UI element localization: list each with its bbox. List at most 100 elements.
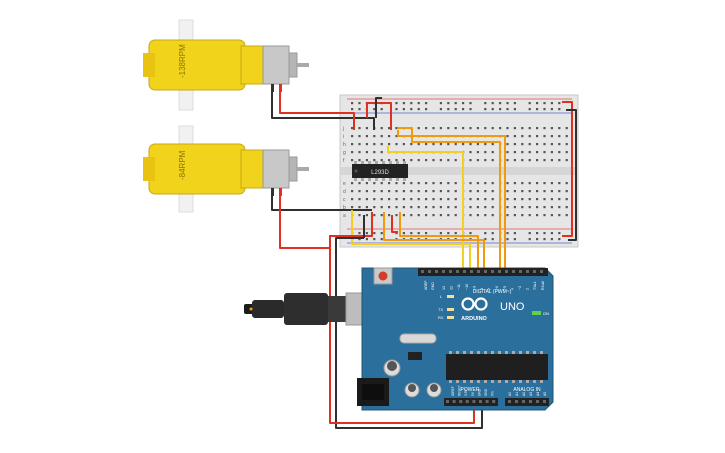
rail-hole — [469, 232, 472, 235]
rail-hole — [528, 108, 531, 111]
breadboard-hole — [521, 135, 524, 138]
analog-pin-label: A3 — [529, 392, 533, 396]
digital-pin-label: ~6 — [495, 286, 499, 290]
rail-hole — [491, 232, 494, 235]
breadboard-hole — [395, 198, 398, 201]
wire-orange — [398, 127, 501, 268]
rail-hole — [484, 102, 487, 105]
breadboard-hole — [373, 159, 376, 162]
breadboard-hole — [469, 206, 472, 209]
rail-hole — [543, 232, 546, 235]
chip-pin — [354, 178, 357, 181]
breadboard-hole — [373, 182, 376, 185]
atmega-pin — [540, 380, 543, 383]
breadboard-hole — [365, 214, 368, 217]
breadboard-hole — [476, 143, 479, 146]
chip-pin — [375, 178, 378, 181]
motor-top[interactable]: -138RPM — [143, 19, 309, 111]
rail-hole — [469, 102, 472, 105]
atmega-pin — [470, 351, 473, 354]
rail-hole — [425, 108, 428, 111]
digital-pwm-label: DIGITAL (PWM~) — [473, 289, 512, 295]
breadboard-hole — [439, 143, 442, 146]
breadboard-hole — [358, 214, 361, 217]
breadboard-hole — [432, 127, 435, 130]
digital-header[interactable] — [418, 268, 548, 276]
breadboard-hole — [432, 190, 435, 193]
row-letter: e — [343, 181, 346, 187]
breadboard-hole — [395, 182, 398, 185]
header-hole — [508, 400, 511, 403]
breadboard-hole — [454, 198, 457, 201]
breadboard-hole — [365, 206, 368, 209]
wire-yellow — [387, 146, 464, 268]
breadboard-hole — [439, 214, 442, 217]
breadboard-hole — [484, 159, 487, 162]
breadboard-hole — [543, 198, 546, 201]
l293d-chip[interactable]: L293D — [352, 161, 408, 181]
breadboard-hole — [536, 143, 539, 146]
atmega-pin — [477, 380, 480, 383]
breadboard-hole — [484, 182, 487, 185]
breadboard-hole — [469, 198, 472, 201]
rail-hole — [550, 102, 553, 105]
rail-hole — [365, 232, 368, 235]
rail-hole — [395, 232, 398, 235]
header-hole — [485, 400, 489, 403]
header-hole — [470, 270, 473, 273]
breadboard-hole — [454, 159, 457, 162]
breadboard-hole — [380, 206, 383, 209]
wire-red — [391, 215, 398, 233]
atmega-pin — [470, 380, 473, 383]
breadboard-hole — [536, 206, 539, 209]
analog-in-label: ANALOG IN — [513, 387, 541, 393]
breadboard-hole — [536, 127, 539, 130]
breadboard-hole — [491, 198, 494, 201]
breadboard-hole — [425, 206, 428, 209]
rail-hole — [454, 102, 457, 105]
breadboard-hole — [476, 206, 479, 209]
rail-hole — [543, 238, 546, 241]
rail-hole — [402, 232, 405, 235]
analog-header[interactable] — [505, 398, 549, 406]
breadboard-hole — [543, 190, 546, 193]
breadboard-hole — [513, 143, 516, 146]
breadboard-hole — [402, 159, 405, 162]
breadboard-hole — [395, 214, 398, 217]
motor-bottom[interactable]: -84RPM — [143, 125, 309, 213]
rail-hole — [506, 232, 509, 235]
wires[interactable] — [271, 91, 577, 429]
rail-hole — [536, 108, 539, 111]
breadboard-hole — [528, 214, 531, 217]
chip-pin — [403, 161, 406, 164]
arduino-brand-label: ARDUINO — [461, 316, 487, 322]
chip-pin — [396, 178, 399, 181]
power-header[interactable] — [444, 398, 498, 406]
breadboard-hole — [417, 143, 420, 146]
motor-top-label: -138RPM — [178, 44, 187, 78]
breadboard-hole — [358, 143, 361, 146]
atmega-pin — [540, 351, 543, 354]
breadboard-hole — [454, 143, 457, 146]
breadboard-hole — [380, 182, 383, 185]
breadboard-hole — [550, 190, 553, 193]
atmega-pin — [533, 380, 536, 383]
power-pin-label: GND — [477, 388, 481, 396]
atmega-chip — [446, 354, 548, 380]
breadboard-hole — [402, 182, 405, 185]
breadboard-hole — [536, 182, 539, 185]
breadboard-hole — [373, 198, 376, 201]
breadboard-hole — [521, 182, 524, 185]
breadboard-hole — [513, 190, 516, 193]
reset-button-cap[interactable] — [378, 271, 388, 281]
breadboard-hole — [506, 182, 509, 185]
breadboard-hole — [395, 190, 398, 193]
breadboard-hole — [550, 159, 553, 162]
rail-hole — [558, 238, 561, 241]
header-hole — [477, 270, 480, 273]
rail-hole — [417, 232, 420, 235]
breadboard-hole — [358, 135, 361, 138]
header-hole — [459, 400, 463, 403]
header-hole — [505, 270, 508, 273]
